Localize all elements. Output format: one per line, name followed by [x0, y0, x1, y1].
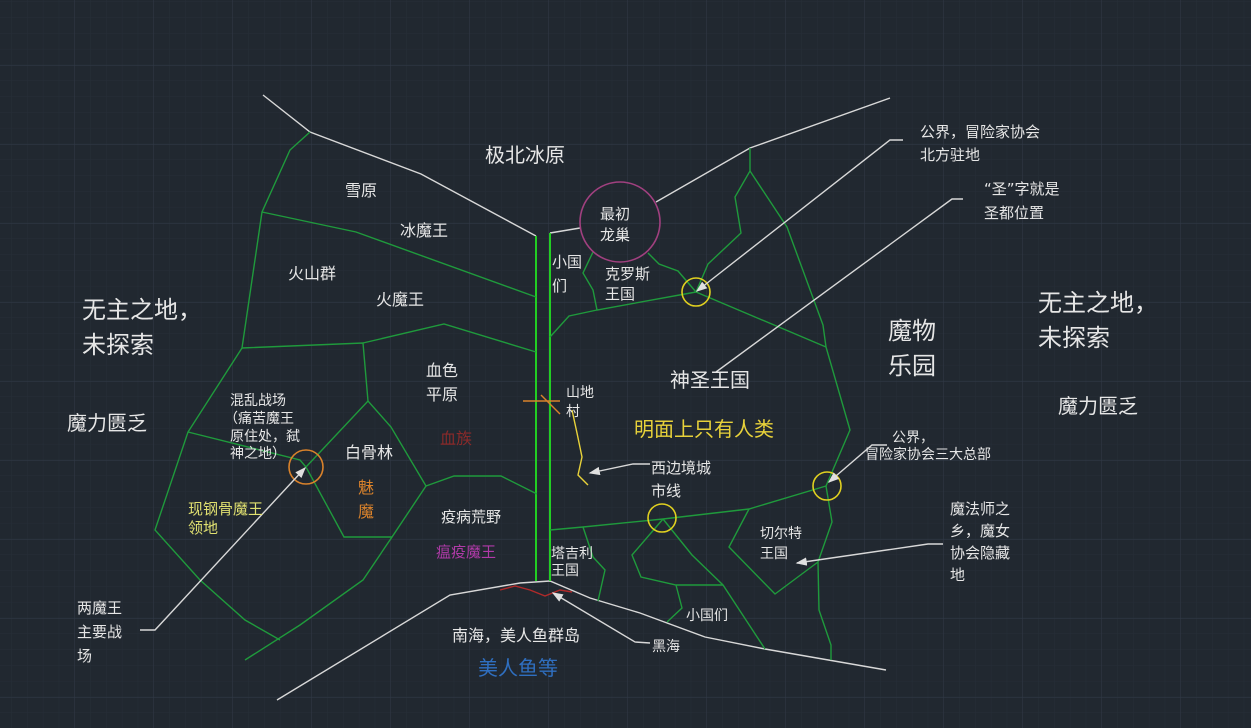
label-small-states-north: 小国 [552, 253, 582, 271]
label-steel-bone-territory: 现钢骨魔王 [188, 500, 263, 518]
mountain-village-line [571, 409, 589, 486]
note-two-kings-battlefield: 两魔王 [77, 599, 122, 617]
note-mage-home: 协会隐藏 [950, 544, 1010, 562]
label-chaos-battlefield: （痛苦魔王 [224, 410, 294, 427]
label-dragon-nest: 最初 [600, 205, 630, 223]
note-guild-north: 北方驻地 [920, 146, 980, 164]
village-cross-marker [523, 394, 561, 415]
label-mountain-village: 村 [566, 404, 580, 420]
label-kros-kingdom: 克罗斯 [605, 265, 650, 283]
label-chaos-battlefield: 混乱战场 [230, 393, 286, 409]
label-celt-kingdom: 王国 [760, 546, 788, 562]
label-holy-kingdom: 神圣王国 [670, 368, 750, 392]
note-mage-home: 地 [950, 566, 965, 584]
label-fire-demon-king: 火魔王 [376, 290, 424, 309]
note-black-sea: 黑海 [652, 639, 680, 655]
note-guild-north: 公界，冒险家协会 [920, 123, 1040, 141]
label-unexplored-left: 未探索 [82, 331, 154, 359]
note-west-border: 西边境城 [651, 459, 711, 477]
guild-north-marker [681, 277, 711, 307]
label-snowfield: 雪原 [345, 181, 377, 200]
label-unexplored-right: 未探索 [1038, 324, 1110, 352]
label-bone-forest: 白骨林 [345, 443, 393, 462]
label-ice-demon-king: 冰魔王 [400, 221, 448, 240]
label-mana-scarce-left: 魔力匮乏 [67, 411, 147, 435]
label-only-humans: 明面上只有人类 [634, 417, 774, 441]
region-borders [154, 131, 851, 661]
note-two-kings-battlefield: 场 [77, 647, 92, 665]
note-west-border: 市线 [651, 482, 681, 500]
west-border-marker [647, 503, 677, 533]
note-guild-hq: 公界， [892, 430, 934, 446]
label-volcanoes: 火山群 [288, 264, 336, 283]
dragon-nest-circle [579, 181, 661, 263]
label-blood-plain: 血色 [426, 361, 458, 380]
title-far-north: 极北冰原 [485, 143, 565, 167]
label-chaos-battlefield: 原住处，弑 [230, 429, 300, 445]
label-monster-paradise: 乐园 [888, 352, 936, 380]
guild-hq-marker [812, 471, 842, 501]
label-celt-kingdom: 切尔特 [760, 526, 802, 542]
battlefield-marker [288, 449, 324, 485]
label-chaos-battlefield: 神之地） [230, 446, 286, 462]
label-south-sea: 南海，美人鱼群岛 [452, 626, 580, 645]
note-guild-hq: 冒险家协会三大总部 [865, 446, 991, 463]
label-unexplored-left: 无主之地， [82, 296, 202, 324]
note-holy-capital: “圣”字就是 [984, 180, 1060, 198]
label-blood-plain: 平原 [426, 385, 458, 404]
note-mage-home: 乡，魔女 [950, 522, 1010, 540]
label-unexplored-right: 无主之地， [1038, 289, 1158, 317]
label-small-states-north: 们 [552, 277, 567, 295]
annotation-leaders [140, 139, 963, 644]
label-plague-demon-king: 瘟疫魔王 [436, 543, 496, 561]
label-mana-scarce-right: 魔力匮乏 [1058, 394, 1138, 418]
note-holy-capital: 圣都位置 [984, 204, 1044, 222]
label-mountain-village: 山地 [566, 385, 594, 401]
label-succubus: 魔 [358, 502, 374, 521]
label-monster-paradise: 魔物 [888, 317, 936, 345]
note-two-kings-battlefield: 主要战 [77, 623, 122, 641]
black-sea-line [499, 585, 573, 597]
main-road [535, 233, 551, 581]
label-steel-bone-territory: 领地 [188, 519, 218, 537]
label-tajili-kingdom: 王国 [551, 563, 579, 579]
label-dragon-nest: 龙巢 [600, 226, 630, 244]
label-tajili-kingdom: 塔吉利 [551, 546, 593, 562]
label-kros-kingdom: 王国 [605, 285, 635, 303]
note-mage-home: 魔法师之 [950, 500, 1010, 518]
label-vampires: 血族 [440, 429, 472, 448]
label-plague-wilds: 疫病荒野 [441, 508, 501, 526]
label-small-states-south: 小国们 [686, 608, 728, 624]
label-mermaids: 美人鱼等 [478, 656, 558, 680]
label-succubus: 魅 [358, 478, 374, 497]
